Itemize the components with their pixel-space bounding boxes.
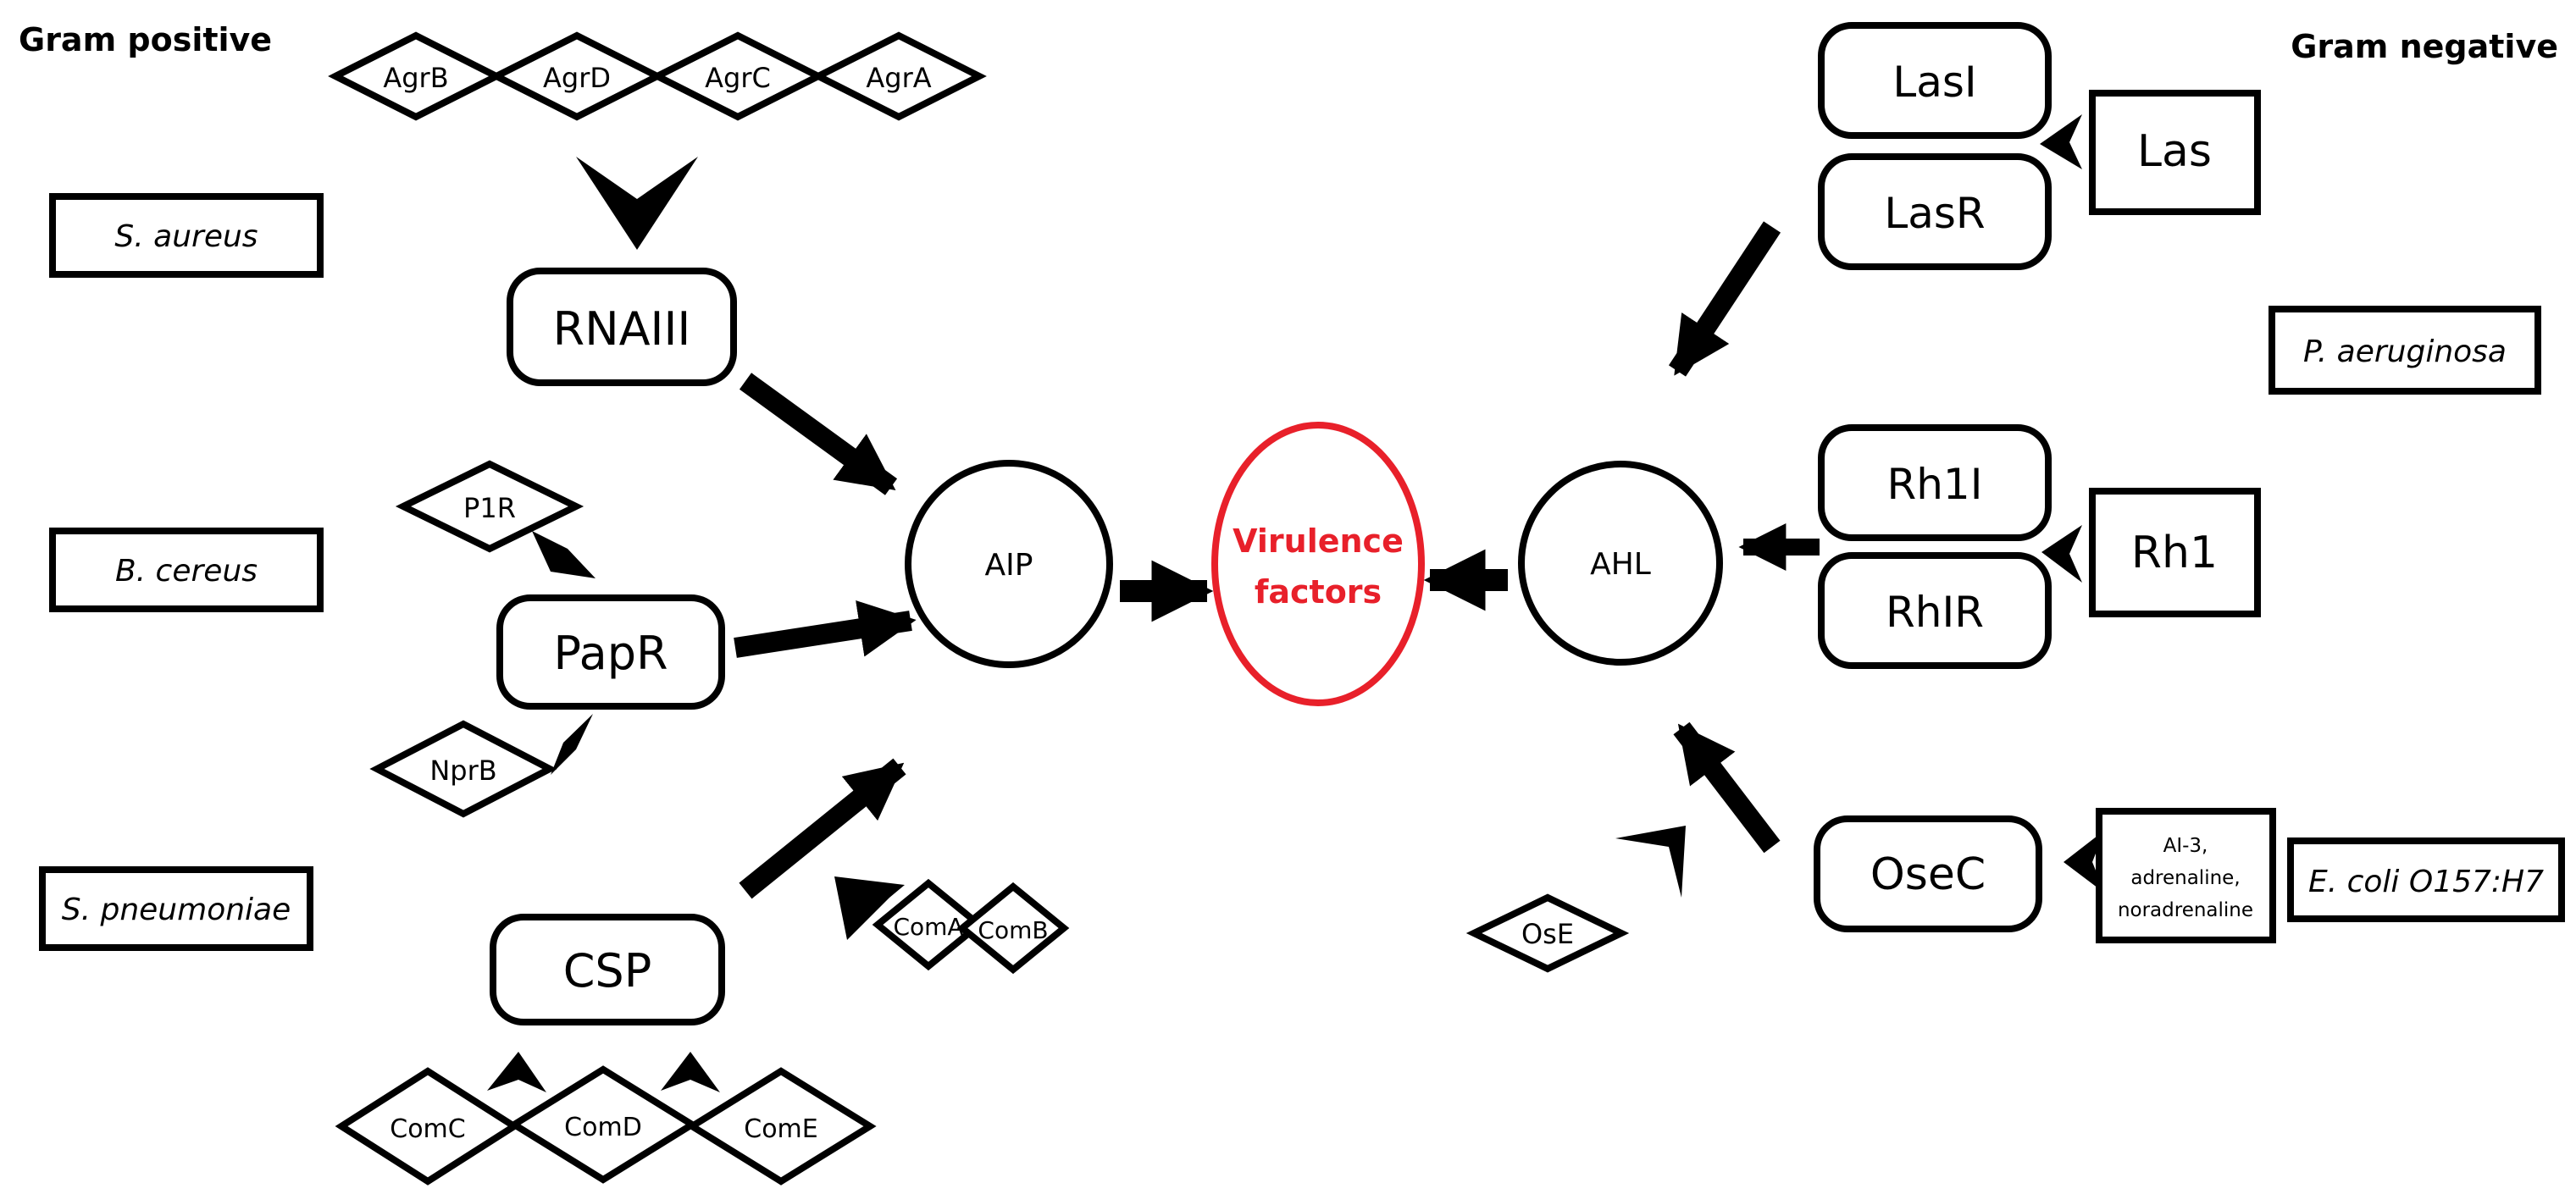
ose-diamond: OsE (1465, 893, 1630, 973)
svg-text:factors: factors (1255, 573, 1382, 611)
nprb-to-papr-chevron (551, 714, 593, 775)
csp-to-aip-arrow (739, 758, 906, 899)
svg-text:Virulence: Virulence (1233, 522, 1404, 560)
rhir-box: RhIR (1818, 552, 2052, 669)
agr-gene-diamonds: AgrB AgrD AgrC AgrA (328, 31, 987, 121)
papr-box: PapR (496, 594, 725, 710)
svg-text:OsE: OsE (1521, 918, 1574, 950)
rnaiii-to-aip-arrow (739, 373, 898, 495)
svg-text:RhIR: RhIR (1886, 588, 1984, 637)
svg-text:AIP: AIP (985, 548, 1033, 583)
svg-text:PapR: PapR (553, 627, 668, 680)
svg-text:RNAIII: RNAIII (553, 302, 691, 356)
osec-box: OseC (1814, 815, 2042, 932)
agrc-diamond: AgrC (650, 31, 826, 121)
ose-to-ahl-chevron (1615, 826, 1686, 898)
svg-text:noradrenaline: noradrenaline (2118, 899, 2253, 921)
p1r-diamond: P1R (395, 460, 584, 553)
species-box-s-aureus: S. aureus (49, 193, 324, 278)
virulence-factors-ellipse: Virulence factors (1211, 422, 1425, 706)
svg-text:AgrD: AgrD (543, 62, 611, 94)
coma-diamond: ComA (872, 878, 985, 971)
svg-text:S. pneumoniae: S. pneumoniae (62, 893, 291, 927)
svg-text:LasR: LasR (1884, 189, 1985, 238)
species-box-e-coli: E. coli O157:H7 (2287, 837, 2565, 922)
svg-text:NprB: NprB (429, 755, 496, 787)
svg-text:ComB: ComB (978, 916, 1048, 944)
svg-text:AHL: AHL (1590, 547, 1651, 582)
species-box-p-aeruginosa: P. aeruginosa (2269, 306, 2541, 395)
agra-diamond: AgrA (811, 31, 987, 121)
p1r-to-papr-chevron (532, 531, 596, 578)
svg-text:AgrC: AgrC (705, 62, 771, 94)
agr-to-rnaiii-chevron (576, 157, 698, 250)
species-box-s-pneumoniae: S. pneumoniae (39, 866, 313, 951)
svg-text:AgrA: AgrA (866, 62, 931, 94)
svg-text:S. aureus: S. aureus (114, 219, 258, 254)
nprb-diamond: NprB (369, 720, 557, 818)
svg-text:OseC: OseC (1870, 849, 1986, 900)
svg-text:P1R: P1R (463, 492, 516, 524)
svg-text:ComC: ComC (390, 1114, 465, 1144)
las-to-ahl-arrow (1668, 221, 1781, 377)
ai3-to-osec-chevron (2064, 830, 2105, 893)
svg-text:ComD: ComD (564, 1113, 642, 1142)
svg-text:P. aeruginosa: P. aeruginosa (2303, 334, 2507, 369)
svg-text:LasI: LasI (1892, 58, 1976, 107)
gram-positive-heading: Gram positive (19, 21, 272, 58)
rh1i-box: Rh1I (1818, 424, 2052, 541)
comab-to-aip-chevron (834, 876, 905, 940)
agrd-diamond: AgrD (489, 31, 665, 121)
ai3-adrenaline-box: AI-3, adrenaline, noradrenaline (2096, 808, 2276, 943)
lasi-box: LasI (1818, 22, 2052, 139)
svg-text:AI-3,: AI-3, (2163, 835, 2208, 857)
agrb-diamond: AgrB (328, 31, 504, 121)
species-box-b-cereus: B. cereus (49, 528, 324, 612)
rh1-to-rhir-chevron (2041, 525, 2082, 583)
las-to-lasi-chevron (2040, 114, 2082, 169)
comd-to-csp-chevron (661, 1052, 720, 1092)
svg-text:B. cereus: B. cereus (115, 554, 258, 589)
svg-text:CSP: CSP (563, 944, 652, 998)
svg-text:E. coli O157:H7: E. coli O157:H7 (2308, 865, 2544, 899)
comc-diamond: ComC (335, 1067, 521, 1186)
osec-to-ahl-arrow (1673, 721, 1781, 854)
svg-text:ComA: ComA (893, 913, 963, 941)
svg-text:Rh1I: Rh1I (1887, 460, 1983, 509)
papr-to-aip-arrow (734, 600, 917, 658)
rnaiii-box: RNAIII (507, 268, 737, 386)
svg-text:Rh1: Rh1 (2131, 528, 2218, 578)
lasr-box: LasR (1818, 153, 2052, 270)
gram-negative-heading: Gram negative (2291, 28, 2558, 65)
come-diamond: ComE (685, 1067, 877, 1186)
svg-text:Las: Las (2137, 126, 2212, 177)
comb-diamond: ComB (956, 882, 1070, 975)
aip-circle: AIP (905, 460, 1113, 668)
svg-text:adrenaline,: adrenaline, (2130, 867, 2240, 889)
csp-box: CSP (490, 914, 725, 1025)
rh1-box: Rh1 (2089, 488, 2261, 617)
svg-text:AgrB: AgrB (383, 62, 448, 94)
ahl-circle: AHL (1518, 461, 1723, 666)
svg-text:ComE: ComE (744, 1114, 817, 1144)
comc-to-csp-chevron (487, 1052, 546, 1092)
las-box: Las (2089, 90, 2261, 215)
